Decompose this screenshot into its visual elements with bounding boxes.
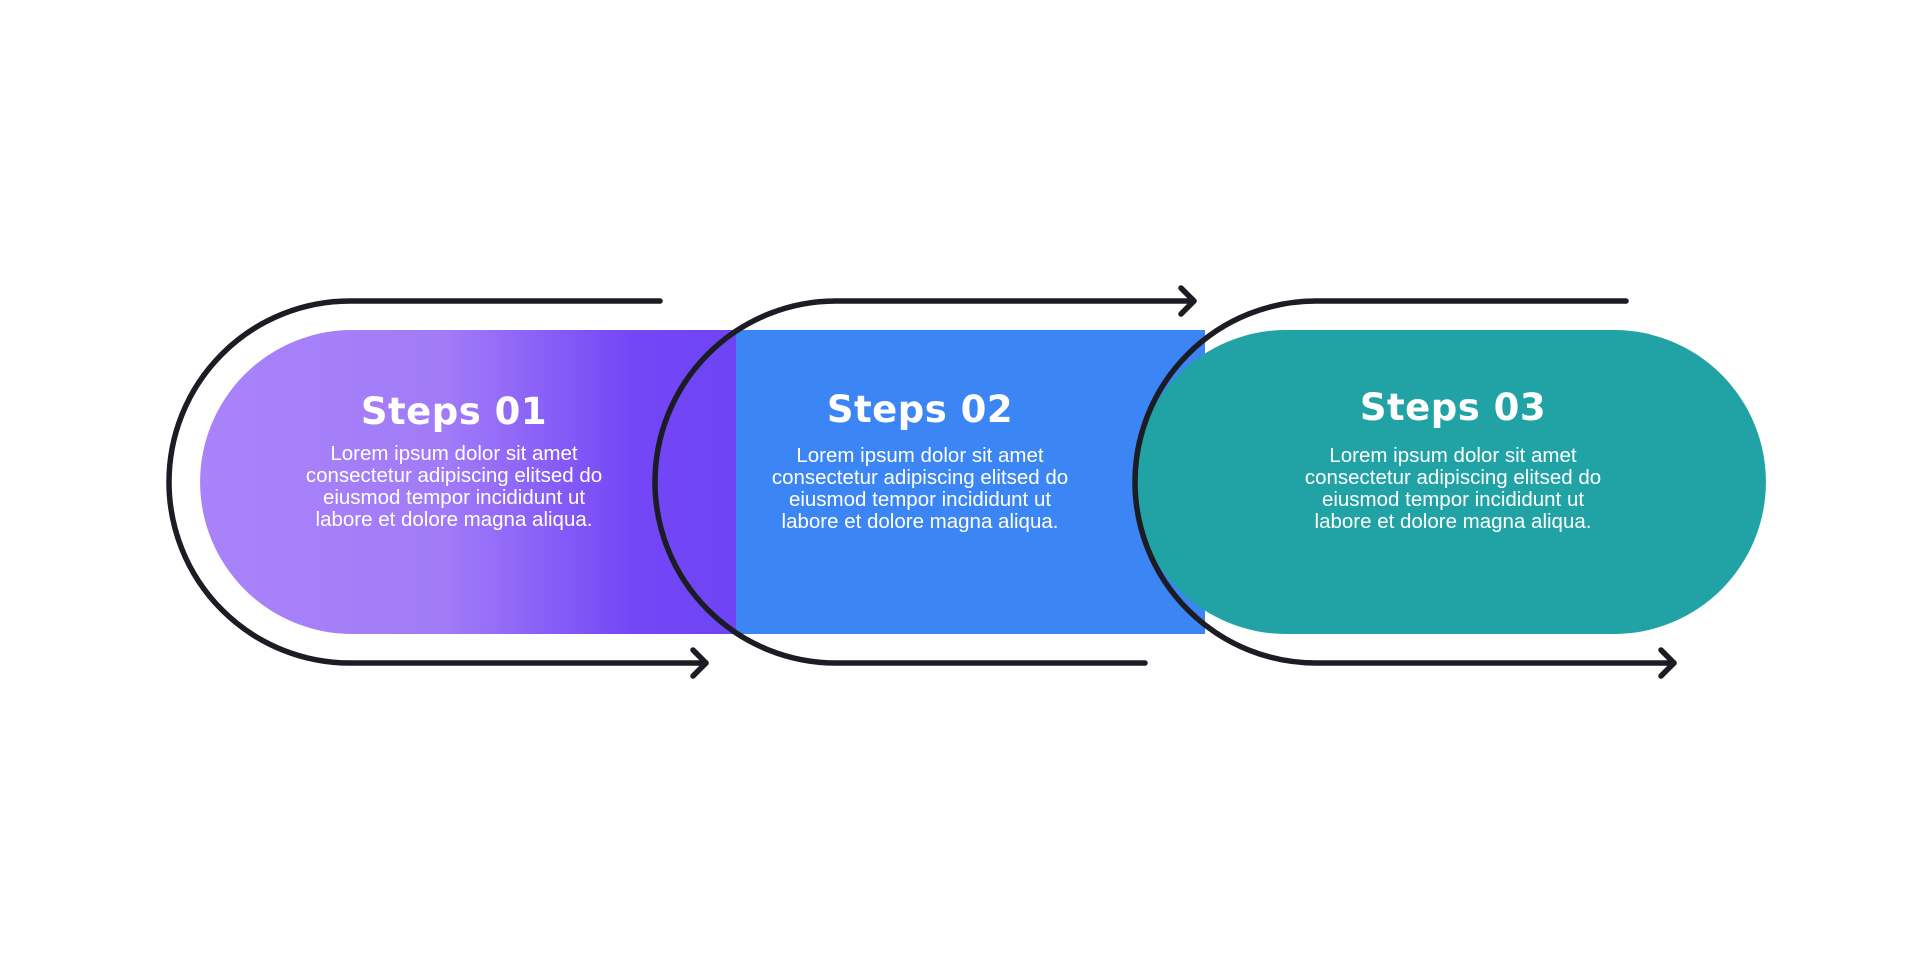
step1-outline [166, 298, 709, 666]
step2-title: Steps 02 [826, 388, 1014, 431]
step2-content: Steps 02 Lorem ipsum dolor sit amet cons… [710, 388, 1130, 533]
step3-description: Lorem ipsum dolor sit amet consectetur a… [1304, 444, 1602, 533]
step1-content: Steps 01 Lorem ipsum dolor sit amet cons… [244, 390, 664, 531]
step1-title: Steps 01 [360, 390, 548, 433]
step3-pill [1134, 330, 1766, 634]
step2-outline [652, 298, 1197, 666]
step3-content: Steps 03 Lorem ipsum dolor sit amet cons… [1243, 386, 1663, 533]
step1-pill [200, 330, 738, 634]
arrow-right-icon [1658, 647, 1677, 679]
arrow-right-icon [1178, 285, 1197, 317]
step3-title: Steps 03 [1359, 386, 1547, 429]
arrow-right-icon [690, 647, 709, 679]
step1-description: Lorem ipsum dolor sit amet consectetur a… [305, 442, 603, 531]
step2-description: Lorem ipsum dolor sit amet consectetur a… [771, 444, 1069, 533]
step3-outline [1132, 298, 1677, 666]
step2-pill [736, 330, 1205, 634]
